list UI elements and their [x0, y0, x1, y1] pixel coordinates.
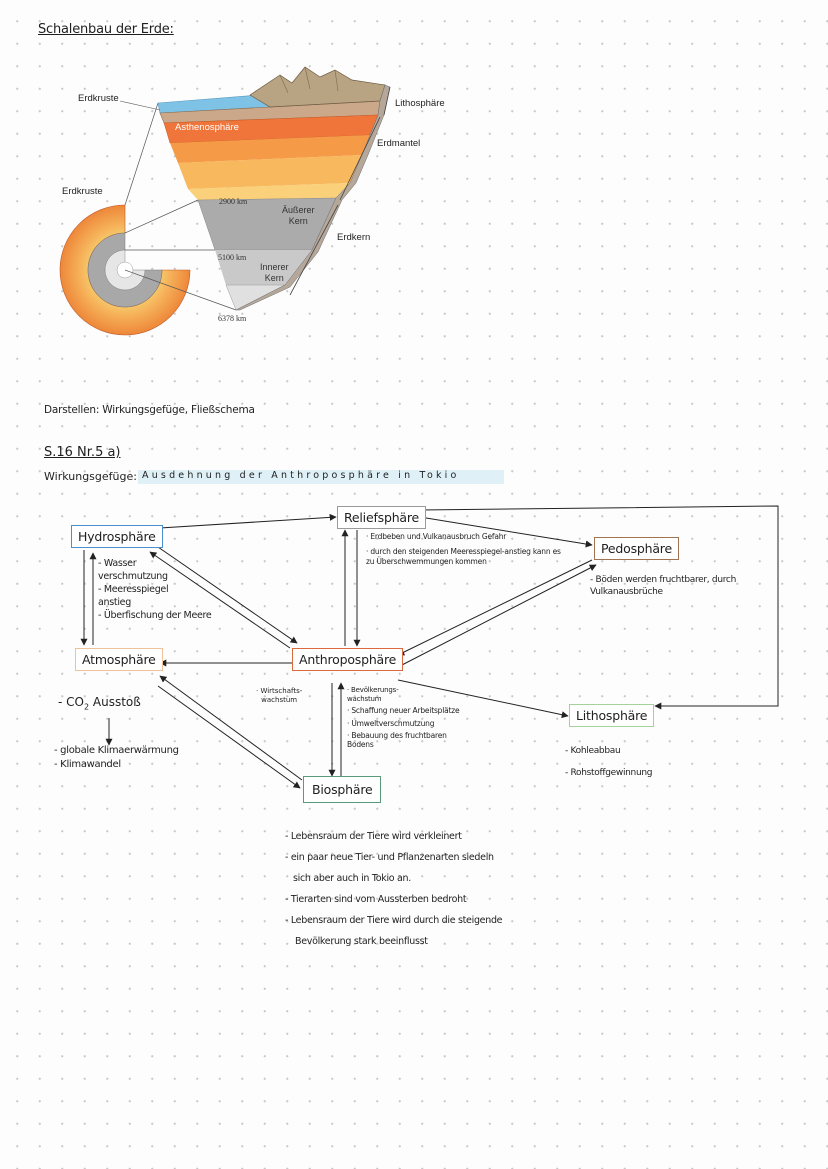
co2-prefix: - CO: [58, 695, 84, 709]
bio-note-item: - Tierarten sind vom Aussterben bedroht: [285, 894, 467, 905]
label-innerer-kern: Innerer Kern: [260, 262, 289, 283]
litho-note-item: - Kohleabbau: [565, 746, 621, 756]
darstellen-note: Darstellen: Wirkungsgefüge, Fließschema: [44, 404, 255, 416]
pedo-notes: - Böden werden fruchtbarer, durch Vulkan…: [590, 574, 760, 598]
anthropo-left-note: · Wirtschafts- wachstum: [256, 687, 303, 704]
bio-note-item: - Lebensraum der Tiere wird verkleinert: [285, 831, 462, 842]
node-lithosphaere: Lithosphäre: [569, 704, 655, 727]
bio-note-item: - ein paar neue Tier- und Pflanzenarten …: [285, 852, 494, 863]
earth-layers-diagram: [59, 66, 391, 336]
atmo-note-item: - globale Klimaerwärmung: [54, 745, 179, 756]
earth-wedge: [157, 66, 391, 311]
relief-note-item: · Erdbeben und Vulkanausbruch Gefahr: [366, 532, 507, 541]
co2-subscript: 2: [83, 702, 90, 712]
label-erdkruste-left: Erdkruste: [62, 186, 103, 197]
anthropo-note-item: · Bevölkerungs- wachstum: [347, 686, 399, 703]
label-erdkern: Erdkern: [337, 232, 371, 243]
litho-note-item: - Rohstoffgewinnung: [565, 768, 653, 778]
atmo-note-item: - Klimawandel: [54, 759, 121, 770]
node-atmosphaere: Atmosphäre: [75, 648, 163, 671]
node-anthroposphaere: Anthroposphäre: [292, 648, 404, 671]
wirkungsgefuege-title: Ausdehnung der Anthroposphäre in Tokio: [142, 470, 460, 481]
bio-note-item: - Lebensraum der Tiere wird durch die st…: [285, 915, 503, 926]
wirkungsgefuege-label: Wirkungsgefüge:: [44, 470, 137, 483]
label-depth-2900: 2900 km: [219, 197, 248, 206]
relief-notes: · Erdbeben und Vulkanausbruch Gefahr · d…: [366, 532, 561, 567]
page-title: Schalenbau der Erde:: [38, 22, 174, 37]
anthropo-notes: · Bevölkerungs- wachstum · Schaffung neu…: [347, 686, 507, 749]
bio-notes: - Lebensraum der Tiere wird verkleinert …: [285, 826, 585, 952]
anthropo-note-item: · Schaffung neuer Arbeitsplätze: [347, 706, 460, 715]
node-hydrosphaere: Hydrosphäre: [71, 525, 163, 548]
anthropo-note-item: · Umweltverschmutzung: [347, 719, 435, 728]
label-asthenosphaere: Asthenosphäre: [175, 122, 239, 133]
label-aeusserer-kern: Äußerer Kern: [282, 205, 315, 226]
pedo-note-item: - Böden werden fruchtbarer, durch Vulkan…: [590, 575, 736, 597]
layer-brackets: [289, 86, 391, 296]
label-lithosphaere: Lithosphäre: [395, 98, 445, 109]
bio-note-item: sich aber auch in Tokio an.: [293, 873, 411, 884]
bio-note-item: Bevölkerung stark beeinflusst: [295, 936, 428, 947]
hydro-note-item: - Wasser verschmutzung: [98, 558, 168, 582]
hydro-notes: - Wasser verschmutzung - Meeresspiegel a…: [98, 557, 228, 622]
relief-note-item: · durch den steigenden Meeresspiegel-ans…: [366, 547, 561, 566]
co2-note: - CO2 Ausstoß: [58, 695, 141, 711]
litho-notes: - Kohleabbau - Rohstoffgewinnung: [565, 740, 652, 784]
hydro-note-item: - Meeresspiegel anstieg: [98, 584, 169, 608]
node-reliefsphaere: Reliefsphäre: [337, 506, 427, 529]
atmo-notes: - globale Klimaerwärmung - Klimawandel: [54, 744, 179, 772]
title-highlight: [138, 470, 504, 484]
exercise-reference: S.16 Nr.5 a): [44, 445, 121, 460]
node-pedosphaere: Pedosphäre: [594, 537, 679, 560]
leader-line-crust: [120, 100, 161, 111]
connector-lines: [124, 102, 237, 311]
label-depth-5100: 5100 km: [218, 253, 247, 262]
node-biosphaere: Biosphäre: [303, 776, 382, 803]
label-erdkruste-top: Erdkruste: [78, 93, 119, 104]
anthropo-note-item: · Bebauung des fruchtbaren Bodens: [347, 731, 447, 749]
label-depth-6378: 6378 km: [218, 314, 247, 323]
hydro-note-item: - Überfischung der Meere: [98, 610, 212, 621]
co2-suffix: Ausstoß: [89, 695, 141, 709]
label-erdmantel: Erdmantel: [377, 138, 421, 149]
